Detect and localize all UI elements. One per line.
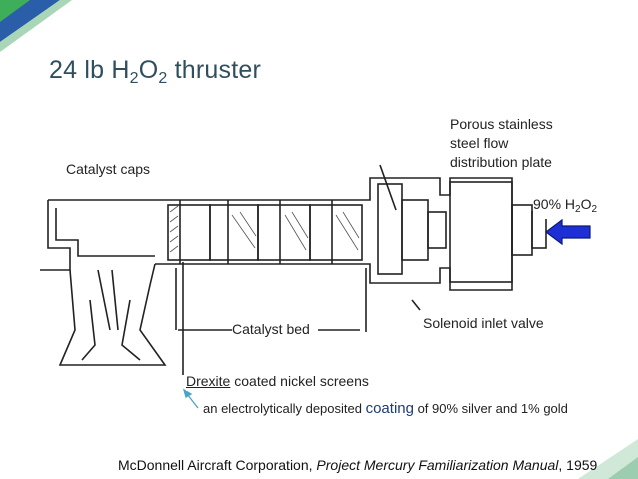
corner-decoration-top-left [0,0,72,52]
porous-plate-label: Porous stainless steel flow distribution… [446,115,576,172]
left-pointing-arrow-icon [545,218,591,246]
source-credit: McDonnell Aircraft Corporation, Project … [118,457,598,473]
page-title: 24 lb H2O2 thruster [49,56,261,87]
propellant-label: 90% H2O2 [533,195,598,219]
corner-decoration-bottom-right [578,439,638,479]
solenoid-valve-label: Solenoid inlet valve [417,312,550,335]
catalyst-bed-label: Catalyst bed [232,320,310,339]
catalyst-caps-label: Catalyst caps [62,160,155,179]
coating-note: an electrolytically deposited coating of… [203,400,568,417]
drexite-screens-label: Drexite coated nickel screens [186,372,369,391]
pointer-arrow-icon [182,388,199,409]
